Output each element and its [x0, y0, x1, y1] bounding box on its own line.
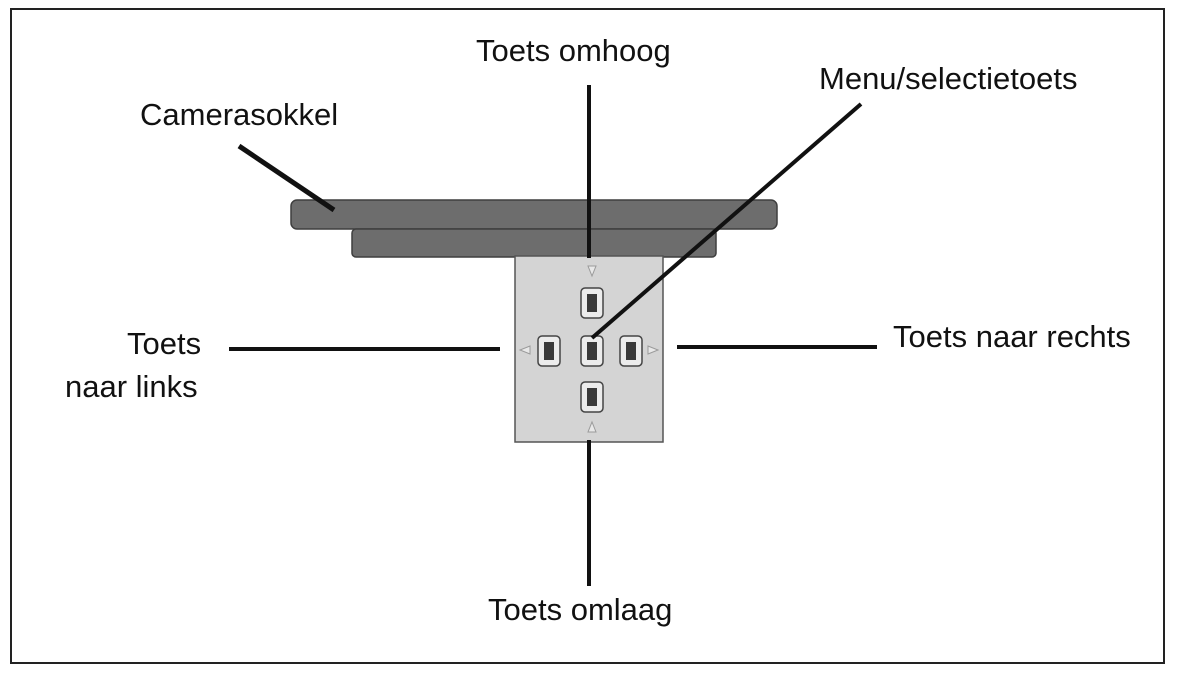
label-left-key-line1: Toets [127, 326, 202, 361]
menu-select-button[interactable] [580, 335, 604, 367]
right-button[interactable] [619, 335, 643, 367]
camera-socket-lower-plate [351, 228, 717, 258]
down-button[interactable] [580, 381, 604, 413]
camera-socket-top-plate [290, 199, 778, 230]
right-arrow-marker [647, 345, 660, 355]
left-arrow-marker [518, 345, 531, 355]
leader-line-socket [237, 143, 336, 213]
up-button[interactable] [580, 287, 604, 319]
leader-line-menu [590, 102, 863, 340]
down-arrow-marker [587, 420, 597, 433]
left-button[interactable] [537, 335, 561, 367]
label-camera-socket: Camerasokkel [140, 97, 339, 132]
label-left-key-line2: naar links [65, 369, 198, 404]
label-right-key: Toets naar rechts [893, 319, 1131, 354]
label-menu-select-key: Menu/selectietoets [819, 61, 1078, 96]
label-down-key: Toets omlaag [488, 592, 673, 627]
label-up-key: Toets omhoog [476, 33, 671, 68]
up-arrow-marker [587, 265, 597, 278]
